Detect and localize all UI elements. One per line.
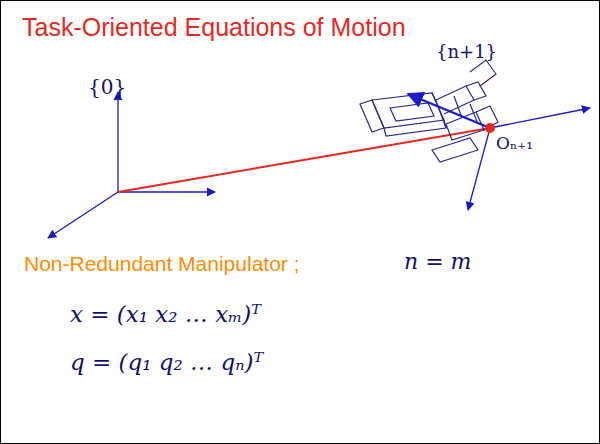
equation: x = (x₁ x₂ … xₘ)ᵀ [70,302,261,327]
equation: n = m [404,250,471,274]
slide-title: Task-Oriented Equations of Motion [22,14,406,42]
frame-label: {n+1} [436,42,497,62]
frame-label: {0} [88,76,126,98]
equation: q = (q₁ q₂ … qₙ)ᵀ [70,350,263,375]
origin-label: Oₙ₊₁ [496,134,533,153]
section-heading: Non-Redundant Manipulator ; [24,252,300,275]
